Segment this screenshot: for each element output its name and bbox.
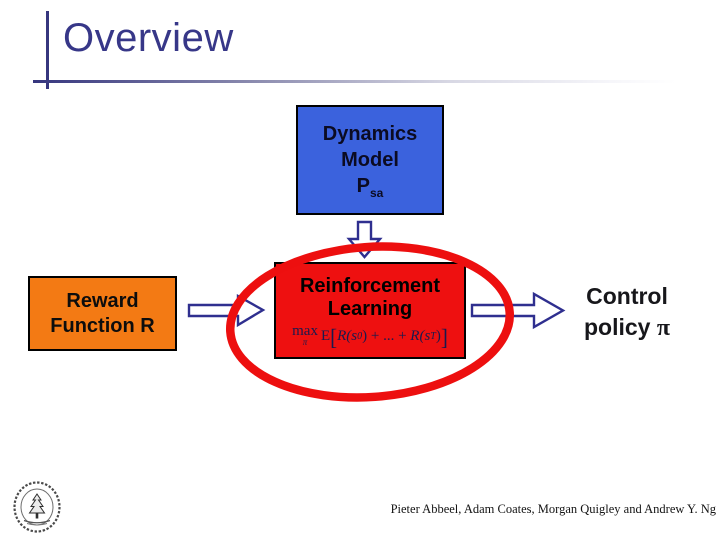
control-pi-symbol: π — [656, 315, 670, 341]
highlight-ellipse-icon — [225, 242, 515, 402]
control-line2: policy π — [566, 312, 688, 344]
dynamics-symbol-main: P — [356, 175, 370, 197]
formula-left-bracket: [ — [330, 323, 338, 350]
title-accent-vertical-line — [46, 11, 49, 89]
dynamics-symbol-sub: sa — [369, 186, 384, 200]
formula-expectation: E — [320, 328, 331, 344]
rl-line2: Learning — [327, 298, 413, 320]
rl-line1: Reinforcement — [299, 275, 441, 297]
slide-title: Overview — [63, 16, 234, 60]
arrow-right-rl-to-control-icon — [470, 291, 566, 330]
dynamics-line2: Model — [341, 149, 399, 171]
reward-line2: Function R — [50, 314, 155, 337]
dynamics-line1: Dynamics — [322, 123, 418, 145]
formula-max: max — [292, 322, 318, 339]
formula-pi-subscript: π — [302, 336, 308, 347]
control-policy-word: policy — [583, 314, 651, 340]
formula-term2: R(s — [410, 328, 431, 344]
dynamics-model-box: Dynamics Model Psa — [296, 105, 444, 215]
dynamics-symbol: Psa — [357, 173, 384, 199]
control-policy-label: Control policy π — [566, 281, 688, 344]
formula-right-bracket: ] — [440, 323, 448, 350]
formula-middle: ) + ... + — [362, 328, 411, 344]
formula-sub0: 0 — [357, 331, 363, 342]
control-line1: Control — [586, 283, 668, 309]
formula-subT: T — [430, 331, 436, 342]
reward-line1: Reward — [66, 289, 139, 312]
title-underline-gradient — [33, 80, 676, 83]
attribution-text: Pieter Abbeel, Adam Coates, Morgan Quigl… — [390, 502, 716, 516]
formula-close-paren: ) — [435, 328, 441, 344]
university-seal-icon — [13, 481, 61, 533]
formula-term1: R(s — [337, 328, 358, 344]
reward-function-box: Reward Function R — [28, 276, 177, 351]
